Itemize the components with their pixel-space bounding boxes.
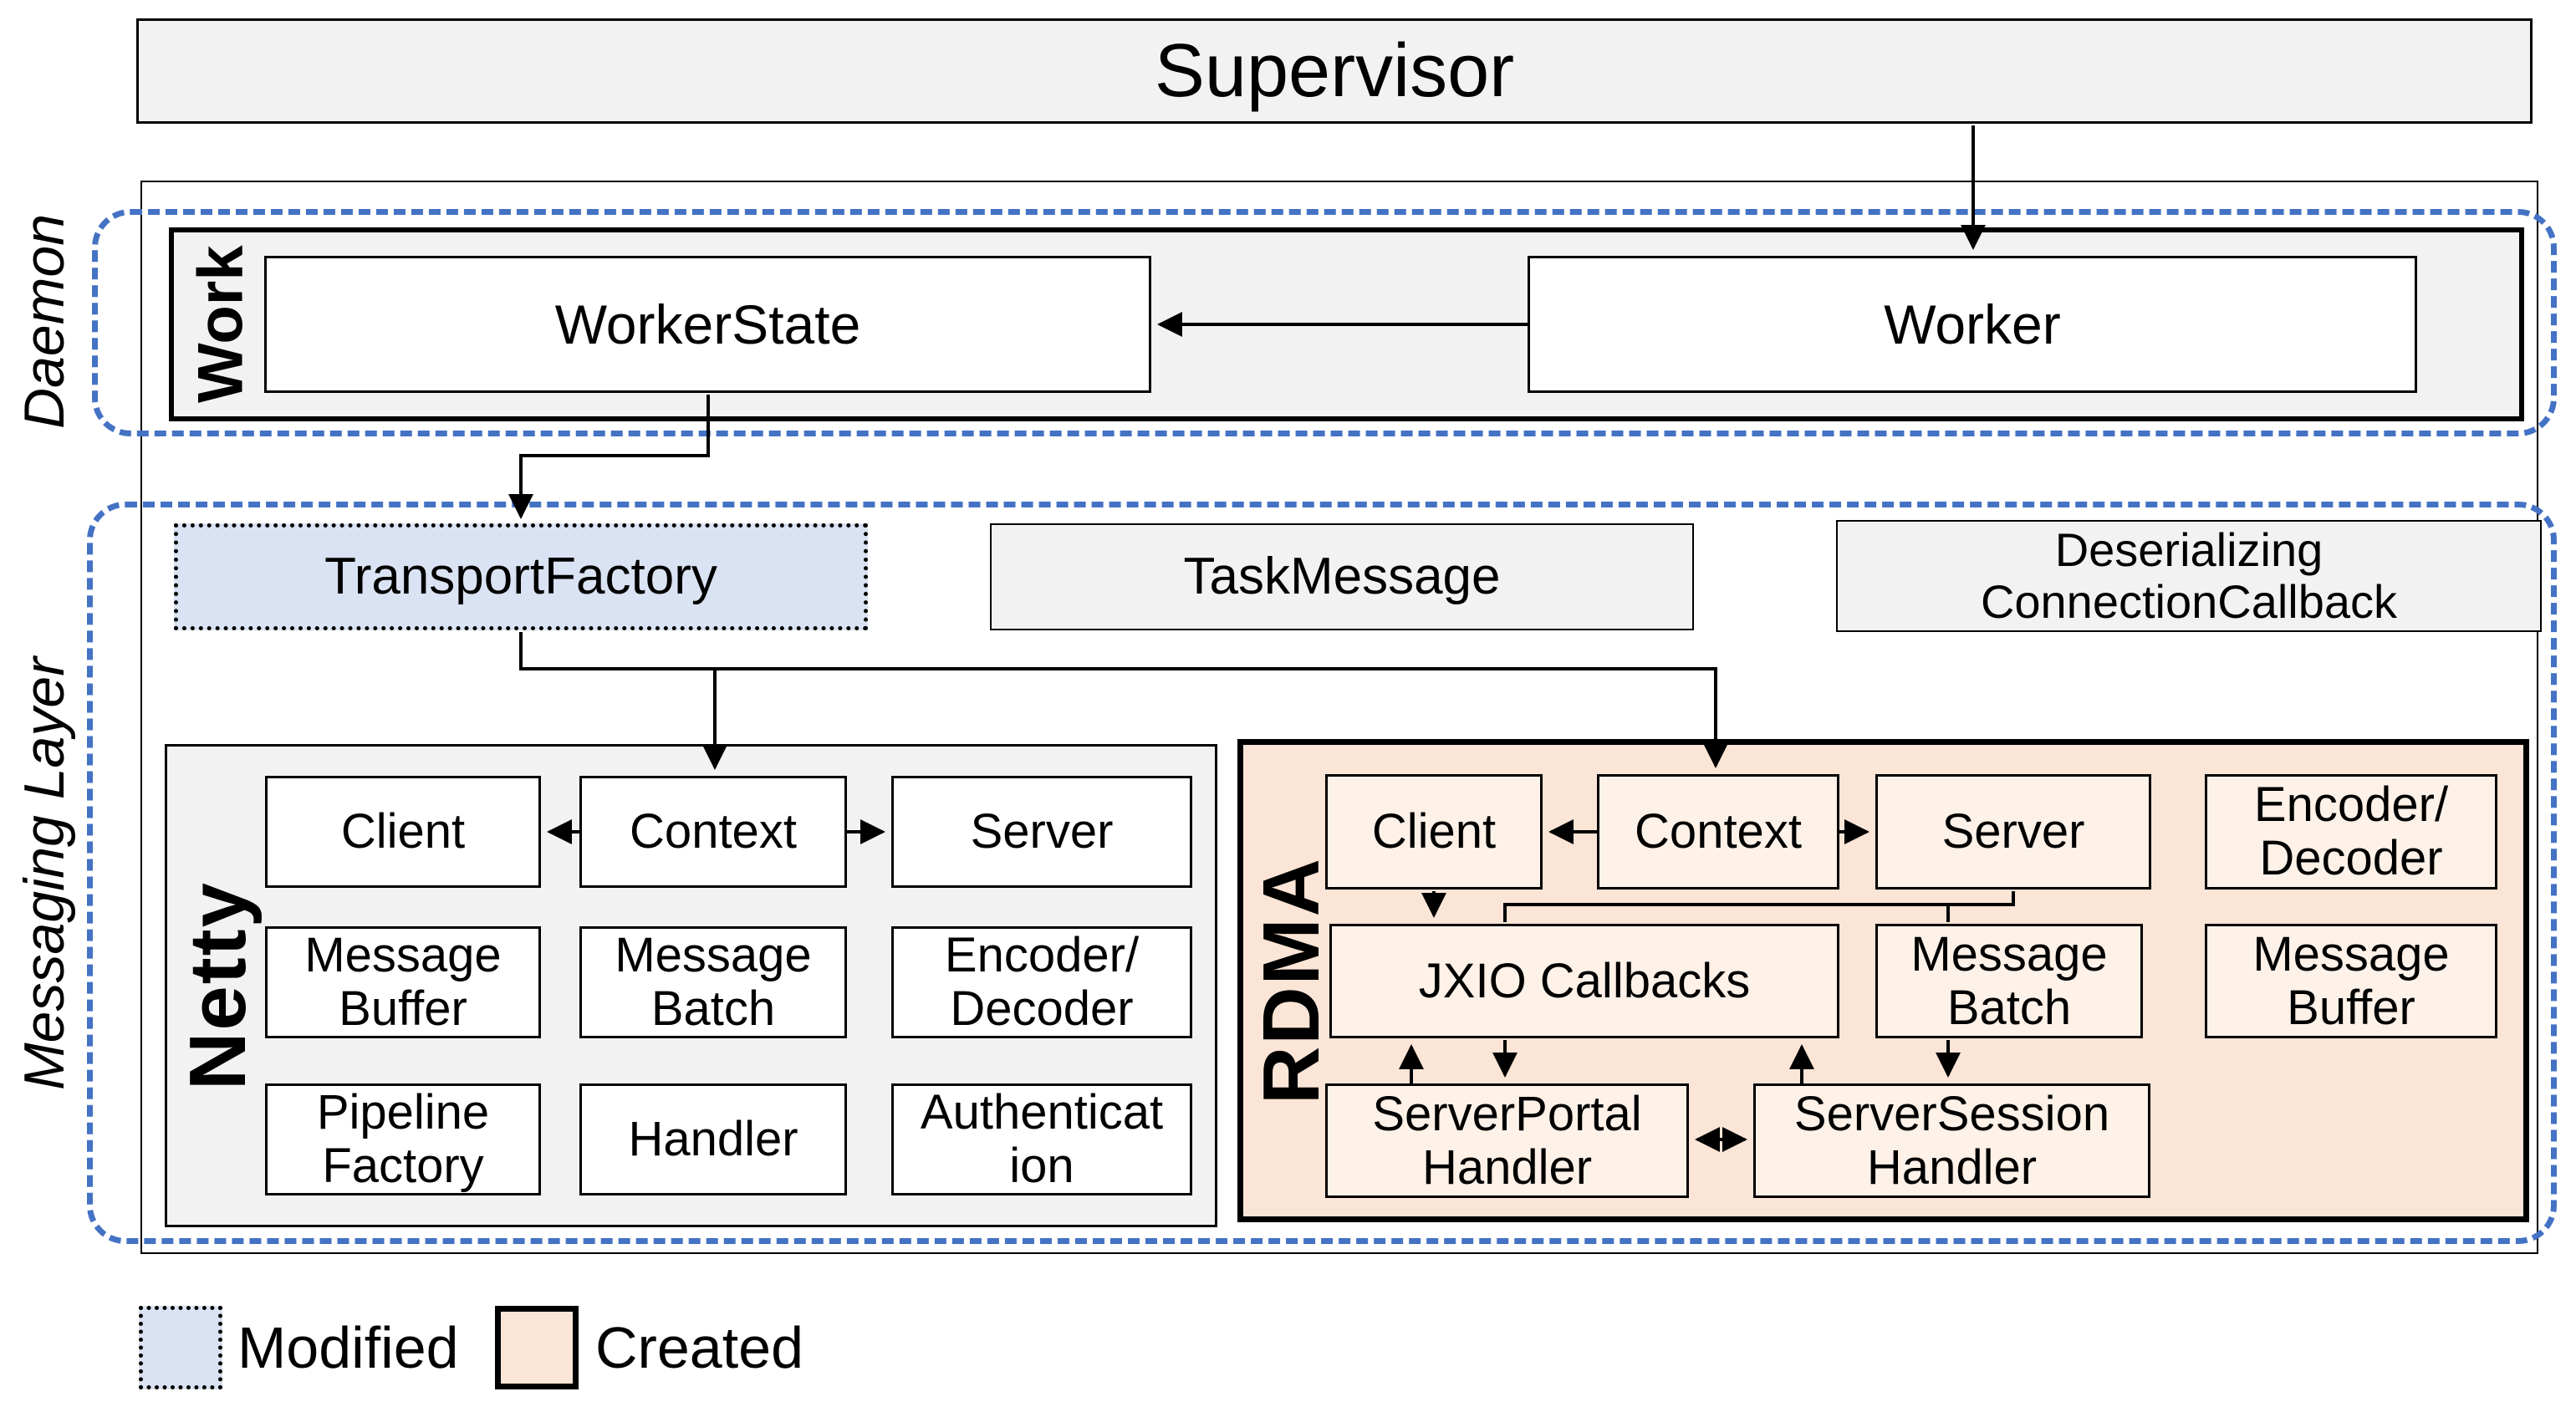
netty-authentication-box: Authenticat ion [891,1083,1192,1195]
rdma-message-buffer-box: Message Buffer [2205,924,2497,1038]
outer-frame [140,181,2538,1254]
rdma-serverportal-handler-box: ServerPortal Handler [1325,1083,1689,1198]
netty-message-buffer-box: Message Buffer [265,926,541,1038]
legend-modified-label: Modified [237,1315,459,1380]
rdma-client-box: Client [1325,774,1543,890]
netty-group-label: Netty [173,880,263,1091]
netty-message-batch-box: Message Batch [579,926,847,1038]
legend-created-swatch [495,1306,579,1389]
netty-context-box: Context [579,776,847,888]
daemon-region [92,209,2557,436]
rdma-serversession-handler-box: ServerSession Handler [1753,1083,2150,1198]
legend-created-label: Created [595,1315,804,1380]
work-group-label: Work [185,245,257,404]
daemon-region-label: Daemon [13,213,76,429]
supervisor-box: Supervisor [136,18,2533,124]
netty-encoder-decoder-box: Encoder/ Decoder [891,926,1192,1038]
netty-client-box: Client [265,776,541,888]
rdma-context-box: Context [1597,774,1839,890]
rdma-server-box: Server [1875,774,2151,890]
netty-pipeline-factory-box: Pipeline Factory [265,1083,541,1195]
worker-state-box: WorkerState [264,256,1151,393]
task-message-box: TaskMessage [990,523,1694,630]
deserializing-connection-callback-box: Deserializing ConnectionCallback [1836,520,2542,632]
legend-modified-swatch [139,1306,222,1389]
messaging-layer-region [87,502,2557,1244]
rdma-message-batch-box: Message Batch [1875,924,2143,1038]
netty-handler-box: Handler [579,1083,847,1195]
netty-server-box: Server [891,776,1192,888]
rdma-encoder-decoder-box: Encoder/ Decoder [2205,774,2497,890]
rdma-group-label: RDMA [1247,857,1336,1104]
worker-box: Worker [1528,256,2417,393]
messaging-layer-region-label: Messaging Layer [13,657,76,1090]
rdma-jxio-callbacks-box: JXIO Callbacks [1329,924,1839,1038]
transport-factory-box: TransportFactory [174,523,868,630]
